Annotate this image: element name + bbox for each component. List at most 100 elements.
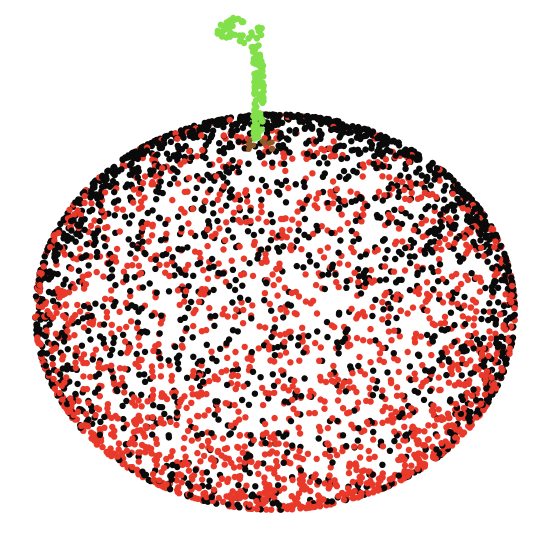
body-point: [122, 299, 130, 307]
body-point: [215, 494, 222, 502]
body-point: [187, 229, 195, 236]
body-point: [273, 499, 280, 506]
stem-point: [240, 18, 247, 26]
body-point: [445, 292, 452, 299]
body-point: [345, 173, 352, 180]
body-point: [175, 365, 182, 373]
body-point: [246, 469, 253, 477]
body-point: [431, 321, 439, 329]
body-point: [144, 209, 151, 217]
body-point: [477, 210, 484, 217]
body-point: [340, 496, 348, 503]
body-point: [107, 351, 114, 359]
body-point: [274, 343, 281, 351]
body-point: [366, 384, 373, 392]
body-point: [157, 355, 164, 362]
body-point: [287, 460, 294, 467]
body-point: [49, 361, 56, 368]
body-point: [438, 349, 445, 356]
body-point: [91, 217, 98, 224]
body-point: [108, 273, 116, 280]
body-point: [87, 373, 94, 381]
body-point: [349, 495, 357, 502]
body-point: [311, 474, 318, 481]
body-point: [275, 430, 282, 437]
body-point: [286, 127, 293, 134]
body-point: [292, 288, 300, 296]
body-point: [198, 430, 206, 438]
body-point: [482, 232, 489, 239]
body-point: [262, 255, 269, 262]
body-point: [281, 398, 289, 405]
body-point: [130, 199, 137, 206]
body-point: [473, 308, 480, 315]
body-point: [457, 280, 465, 288]
body-point: [349, 478, 357, 486]
body-point: [409, 304, 417, 311]
body-point: [236, 294, 244, 301]
body-point: [271, 389, 278, 396]
body-point: [74, 222, 82, 229]
body-point: [296, 118, 303, 125]
body-point: [244, 198, 251, 205]
body-point: [268, 506, 275, 513]
body-point: [263, 279, 270, 286]
body-point: [411, 451, 418, 458]
body-point: [122, 338, 129, 345]
body-point: [68, 227, 75, 234]
body-point: [274, 474, 282, 482]
body-point: [347, 188, 354, 195]
body-point: [280, 433, 287, 440]
body-point: [291, 377, 298, 385]
body-point: [61, 333, 68, 340]
body-point: [32, 293, 40, 300]
body-point: [398, 205, 405, 212]
body-point: [87, 222, 95, 229]
body-point: [129, 463, 136, 471]
body-point: [478, 371, 485, 379]
body-point: [199, 378, 207, 385]
body-point: [384, 369, 391, 376]
body-point: [409, 424, 416, 431]
body-point: [61, 379, 68, 386]
body-point: [454, 350, 461, 357]
body-point: [391, 428, 398, 435]
body-point: [64, 327, 71, 335]
body-point: [149, 392, 157, 399]
body-point: [119, 331, 127, 338]
body-point: [350, 238, 357, 245]
body-point: [263, 218, 270, 226]
body-point: [153, 188, 160, 195]
body-point: [225, 501, 232, 508]
body-point: [228, 132, 235, 139]
body-point: [163, 481, 170, 488]
body-point: [235, 482, 242, 489]
body-point: [159, 252, 166, 259]
body-point: [451, 321, 458, 329]
body-point: [132, 421, 140, 428]
body-point: [223, 400, 231, 407]
stem-point: [214, 27, 221, 34]
body-point: [179, 336, 186, 343]
body-point: [62, 374, 70, 381]
body-point: [163, 150, 171, 157]
body-point: [490, 308, 498, 315]
body-point: [450, 422, 458, 429]
body-point: [392, 255, 399, 263]
body-point: [261, 474, 268, 481]
body-point: [249, 368, 257, 375]
body-point: [359, 173, 366, 180]
body-point: [222, 454, 229, 462]
body-point: [175, 152, 183, 160]
body-point: [321, 170, 328, 177]
body-point: [167, 472, 174, 480]
body-point: [506, 350, 513, 357]
body-point: [269, 487, 276, 494]
body-point: [236, 431, 244, 439]
body-point: [380, 358, 388, 366]
body-point: [157, 415, 164, 422]
body-point: [288, 242, 295, 249]
body-point: [282, 177, 290, 184]
body-point: [150, 167, 157, 174]
body-point: [54, 251, 61, 258]
